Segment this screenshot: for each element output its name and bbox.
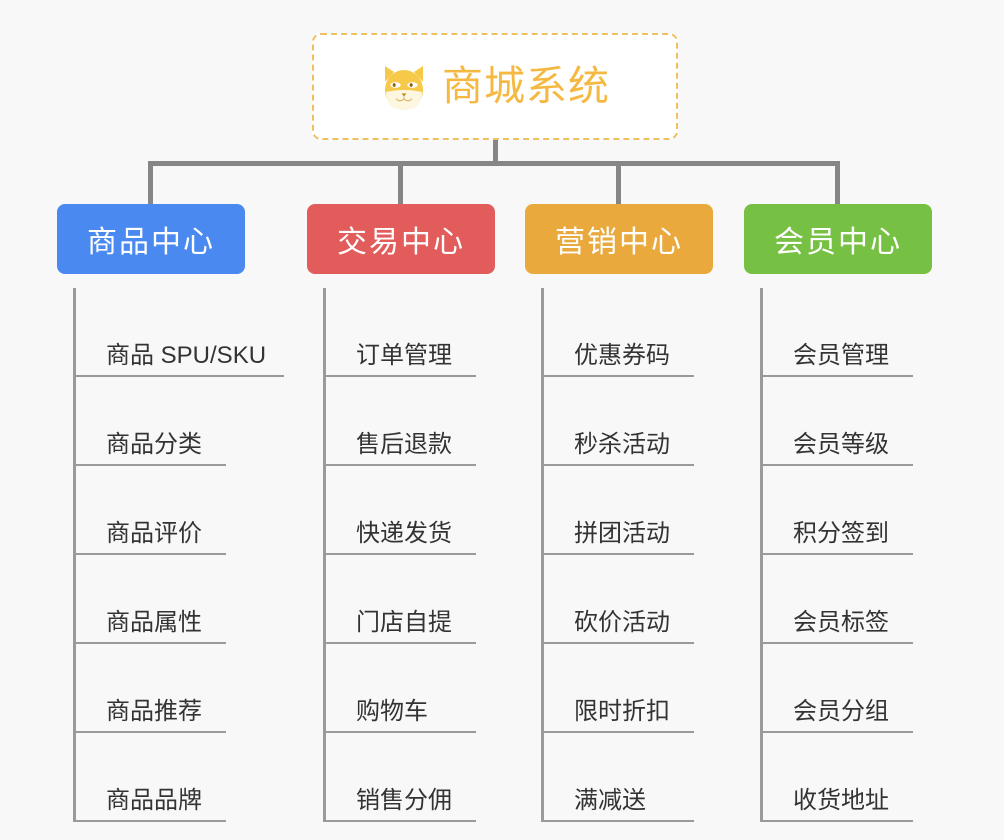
list-item[interactable]: 收货地址 (763, 733, 913, 822)
leaf-label: 满减送 (574, 786, 646, 814)
leaf-label: 会员等级 (793, 430, 889, 458)
leaf-label: 商品分类 (106, 430, 202, 458)
list-item[interactable]: 商品属性 (76, 555, 226, 644)
leaf-label: 商品 SPU/SKU (106, 341, 267, 369)
list-item[interactable]: 拼团活动 (544, 466, 694, 555)
branch-column-2: 交易中心 订单管理 售后退款 快递发货 门店自提 购物车 销售分佣 (307, 204, 525, 822)
list-item[interactable]: 会员分组 (763, 644, 913, 733)
leaf-label: 销售分佣 (356, 786, 452, 814)
list-item[interactable]: 满减送 (544, 733, 694, 822)
leaf-label: 会员分组 (793, 697, 889, 725)
list-item[interactable]: 优惠券码 (544, 288, 694, 377)
leaf-label: 优惠券码 (574, 341, 670, 369)
leaf-label: 购物车 (356, 697, 428, 725)
leaf-list-3: 优惠券码 秒杀活动 拼团活动 砍价活动 限时折扣 满减送 (541, 288, 744, 822)
category-label-1: 商品中心 (87, 226, 215, 259)
leaf-label: 秒杀活动 (574, 430, 670, 458)
leaf-list-2: 订单管理 售后退款 快递发货 门店自提 购物车 销售分佣 (323, 288, 525, 822)
leaf-label: 拼团活动 (574, 519, 670, 547)
leaf-label: 收货地址 (793, 786, 889, 814)
branch-column-1: 商品中心 商品 SPU/SKU 商品分类 商品评价 商品属性 商品推荐 商品品牌 (57, 204, 307, 822)
leaf-label: 售后退款 (356, 430, 452, 458)
connector-drop-2 (398, 161, 403, 204)
list-item[interactable]: 商品品牌 (76, 733, 226, 822)
leaf-list-1: 商品 SPU/SKU 商品分类 商品评价 商品属性 商品推荐 商品品牌 (73, 288, 307, 822)
category-box-3[interactable]: 营销中心 (525, 204, 713, 274)
category-box-1[interactable]: 商品中心 (57, 204, 245, 274)
leaf-label: 商品品牌 (106, 786, 202, 814)
leaf-label: 商品评价 (106, 519, 202, 547)
category-label-4: 会员中心 (774, 226, 902, 259)
leaf-label: 砍价活动 (574, 608, 670, 636)
list-item[interactable]: 会员标签 (763, 555, 913, 644)
list-item[interactable]: 积分签到 (763, 466, 913, 555)
root-title: 商城系统 (442, 63, 610, 109)
list-item[interactable]: 快递发货 (326, 466, 476, 555)
list-item[interactable]: 商品评价 (76, 466, 226, 555)
leaf-label: 积分签到 (793, 519, 889, 547)
leaf-label: 门店自提 (356, 608, 452, 636)
leaf-list-4: 会员管理 会员等级 积分签到 会员标签 会员分组 收货地址 (760, 288, 963, 822)
leaf-label: 会员标签 (793, 608, 889, 636)
list-item[interactable]: 秒杀活动 (544, 377, 694, 466)
category-box-4[interactable]: 会员中心 (744, 204, 932, 274)
category-label-2: 交易中心 (337, 226, 465, 259)
category-label-3: 营销中心 (555, 226, 683, 259)
list-item[interactable]: 砍价活动 (544, 555, 694, 644)
list-item[interactable]: 会员管理 (763, 288, 913, 377)
leaf-label: 订单管理 (356, 341, 452, 369)
connector-horizontal-bar (148, 161, 839, 166)
leaf-label: 快递发货 (356, 519, 452, 547)
connector-drop-3 (616, 161, 621, 204)
branch-column-3: 营销中心 优惠券码 秒杀活动 拼团活动 砍价活动 限时折扣 满减送 (525, 204, 744, 822)
shiba-dog-icon (385, 65, 423, 110)
leaf-label: 会员管理 (793, 341, 889, 369)
list-item[interactable]: 销售分佣 (326, 733, 476, 822)
list-item[interactable]: 购物车 (326, 644, 476, 733)
list-item[interactable]: 会员等级 (763, 377, 913, 466)
root-node[interactable]: 商城系统 (312, 33, 678, 140)
list-item[interactable]: 商品推荐 (76, 644, 226, 733)
leaf-label: 限时折扣 (574, 697, 670, 725)
leaf-label: 商品属性 (106, 608, 202, 636)
list-item[interactable]: 订单管理 (326, 288, 476, 377)
connector-drop-1 (148, 161, 153, 204)
list-item[interactable]: 门店自提 (326, 555, 476, 644)
list-item[interactable]: 限时折扣 (544, 644, 694, 733)
connector-root-stub (493, 140, 498, 165)
branch-column-4: 会员中心 会员管理 会员等级 积分签到 会员标签 会员分组 收货地址 (744, 204, 963, 822)
connector-drop-4 (835, 161, 840, 204)
category-box-2[interactable]: 交易中心 (307, 204, 495, 274)
list-item[interactable]: 商品分类 (76, 377, 226, 466)
list-item[interactable]: 售后退款 (326, 377, 476, 466)
leaf-label: 商品推荐 (106, 697, 202, 725)
list-item[interactable]: 商品 SPU/SKU (76, 288, 285, 377)
